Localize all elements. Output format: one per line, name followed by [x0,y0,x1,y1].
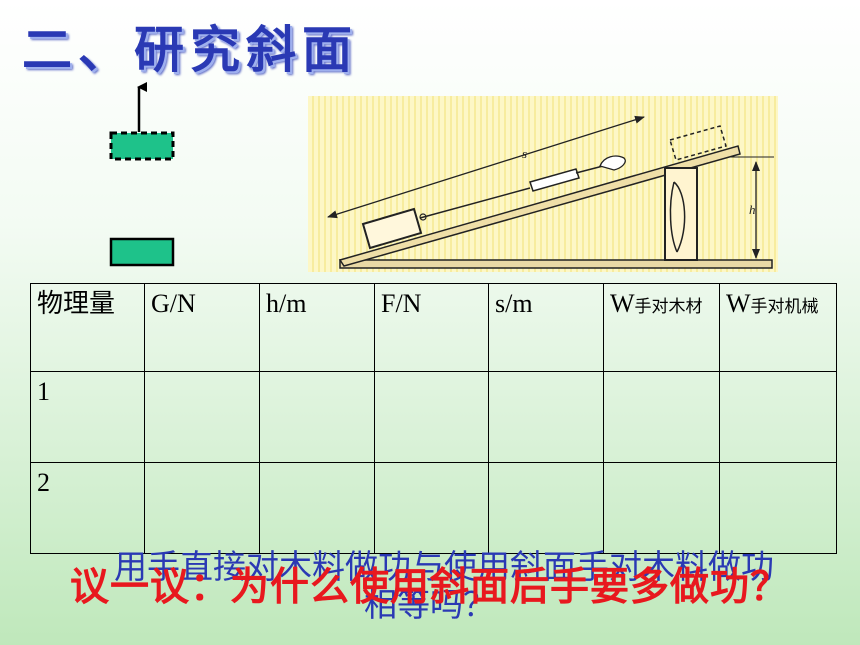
data-cell[interactable] [603,462,720,554]
table-row: 1 [30,371,837,463]
height-label: h [749,202,756,217]
header-cell: W手对木材 [603,283,720,372]
raised-block-dashed [109,131,175,161]
row-index-cell: 2 [30,462,145,554]
question-blue: 用手直接对木料做功与使用斜面手对木料做功 相等吗？ [0,548,860,624]
header-cell: 物理量 [30,283,145,372]
discussion-question-red: 议一议：为什么使用斜面后手要多做功？ [70,565,791,610]
incline-figure: s h [308,96,778,272]
table-header-row: 物理量 G/N h/m F/N s/m W手对木材 W手对机械 [30,283,837,372]
data-cell[interactable] [488,371,604,463]
data-cell[interactable] [719,371,837,463]
slide-title: 二、研究斜面 [22,21,358,79]
data-cell[interactable] [374,462,489,554]
block-on-ground [109,237,175,267]
question-blue-line-2: 相等吗？ [364,584,496,624]
data-cell[interactable] [144,371,260,463]
base-board [339,259,773,269]
header-cell: G/N [144,283,260,372]
header-cell: s/m [488,283,604,372]
table-row: 2 [30,462,837,554]
question-blue-line-1: 用手直接对木料做功与使用斜面手对木料做功 [114,547,774,586]
spring-scale [529,168,580,192]
data-cell[interactable] [488,462,604,554]
hand-icon [599,155,626,171]
header-cell: F/N [374,283,489,372]
data-table: 物理量 G/N h/m F/N s/m W手对木材 W手对机械 1 2 [30,283,837,554]
data-cell[interactable] [144,462,260,554]
data-cell[interactable] [374,371,489,463]
header-cell: h/m [259,283,375,372]
vertical-lift-figure [109,82,175,267]
data-cell[interactable] [259,371,375,463]
header-cell: W手对机械 [719,283,837,372]
distance-label: s [522,146,527,161]
row-index-cell: 1 [30,371,145,463]
data-cell[interactable] [259,462,375,554]
data-cell[interactable] [719,462,837,554]
wood-block-at-top [669,125,727,161]
data-cell[interactable] [603,371,720,463]
